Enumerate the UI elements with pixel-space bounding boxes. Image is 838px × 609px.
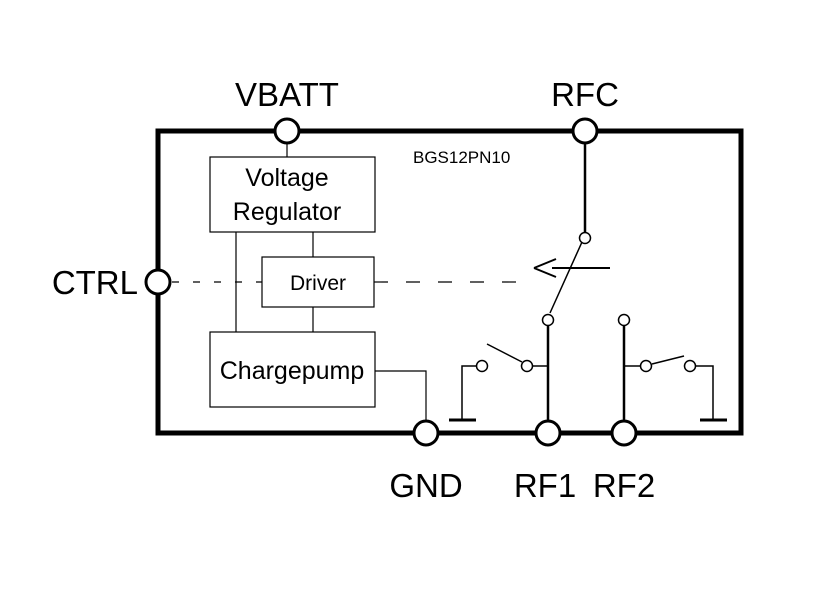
pin-rf2-label: RF2 bbox=[593, 467, 655, 504]
pin-rf2: RF2 bbox=[593, 419, 655, 504]
rfc-switch bbox=[541, 143, 592, 420]
pin-ctrl-terminal bbox=[144, 268, 172, 296]
pin-rf2-terminal bbox=[610, 419, 638, 447]
pin-rfc-terminal bbox=[571, 117, 599, 145]
pin-vbatt: VBATT bbox=[235, 76, 339, 145]
pin-rf1-terminal bbox=[534, 419, 562, 447]
chargepump-block: Chargepump bbox=[209, 331, 376, 408]
pin-rf1: RF1 bbox=[514, 419, 576, 504]
pin-rf1-label: RF1 bbox=[514, 467, 576, 504]
actuator-arrow-icon bbox=[533, 258, 557, 278]
pin-ctrl-label: CTRL bbox=[52, 264, 138, 301]
pin-gnd-terminal bbox=[412, 419, 440, 447]
pin-rfc: RFC bbox=[551, 76, 619, 145]
chargepump-label: Chargepump bbox=[220, 357, 365, 385]
driver-block: Driver bbox=[261, 256, 375, 308]
rf2-switch bbox=[617, 313, 727, 422]
pin-vbatt-label: VBATT bbox=[235, 76, 339, 113]
pin-gnd-label: GND bbox=[389, 467, 462, 504]
rf1-shunt-switch bbox=[449, 343, 548, 422]
voltage-regulator-label-line1: Voltage bbox=[245, 164, 328, 192]
pin-vbatt-terminal bbox=[273, 117, 301, 145]
pin-gnd: GND bbox=[389, 419, 463, 504]
driver-label: Driver bbox=[290, 272, 346, 295]
voltage-regulator-block: Voltage Regulator bbox=[209, 156, 376, 233]
pin-ctrl: CTRL bbox=[52, 264, 172, 301]
chip-part-number: BGS12PN10 bbox=[413, 148, 510, 167]
pin-rfc-label: RFC bbox=[551, 76, 619, 113]
voltage-regulator-label-line2: Regulator bbox=[233, 198, 341, 226]
